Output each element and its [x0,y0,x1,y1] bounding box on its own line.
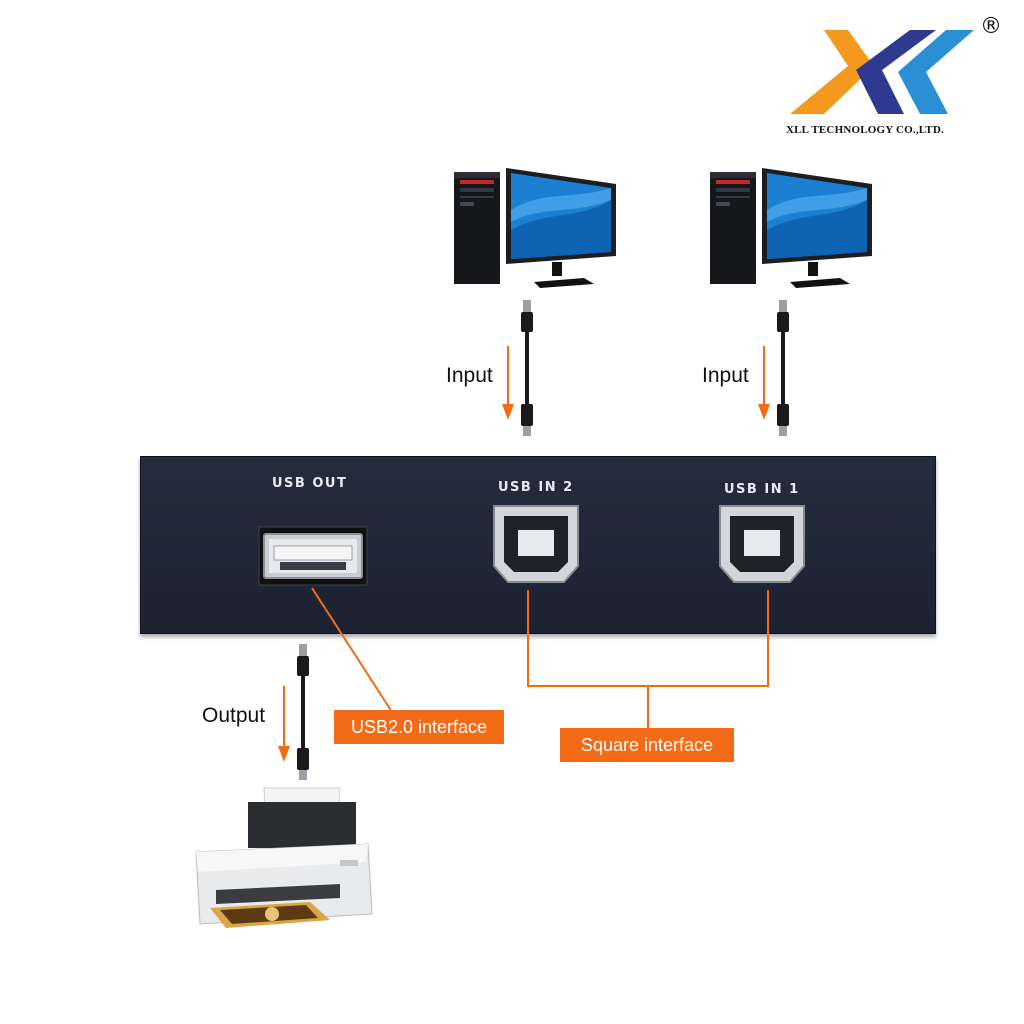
computer-icon [710,168,872,288]
usb-a-callout: USB2.0 interface [334,710,504,744]
printer-icon [195,787,373,928]
usb-b-port-2 [493,505,579,583]
usb-cable-icon [297,644,309,780]
monitor-icon [506,168,616,288]
input-cable-left [502,300,533,436]
brand-logo [790,30,974,114]
usb-a-port [258,526,368,586]
output-label: Output [202,704,266,727]
arrow-down-icon [502,346,514,420]
usb-in-1-label: USB IN 1 [724,482,800,497]
input-label-right: Input [702,364,749,387]
monitor-icon [762,168,872,288]
usb-b-port-1 [719,505,805,583]
usb-b-callout: Square interface [560,728,734,762]
registered-mark: ® [980,14,1002,39]
logo-navy-stroke [856,30,936,114]
usb-cable-icon [521,300,533,436]
arrow-down-icon [758,346,770,420]
arrow-down-icon [278,686,290,762]
usb-cable-icon [777,300,789,436]
usb-out-label: USB OUT [272,476,348,491]
logo-orange-stroke [790,30,874,114]
input-cable-right [758,300,789,436]
output-cable [278,644,309,780]
usb-in-2-label: USB IN 2 [498,480,574,495]
logo-blue-stroke [898,30,974,114]
brand-name: XLL TECHNOLOGY CO.,LTD. [786,124,944,136]
input-label-left: Input [446,364,493,387]
computer-icon [454,168,616,288]
